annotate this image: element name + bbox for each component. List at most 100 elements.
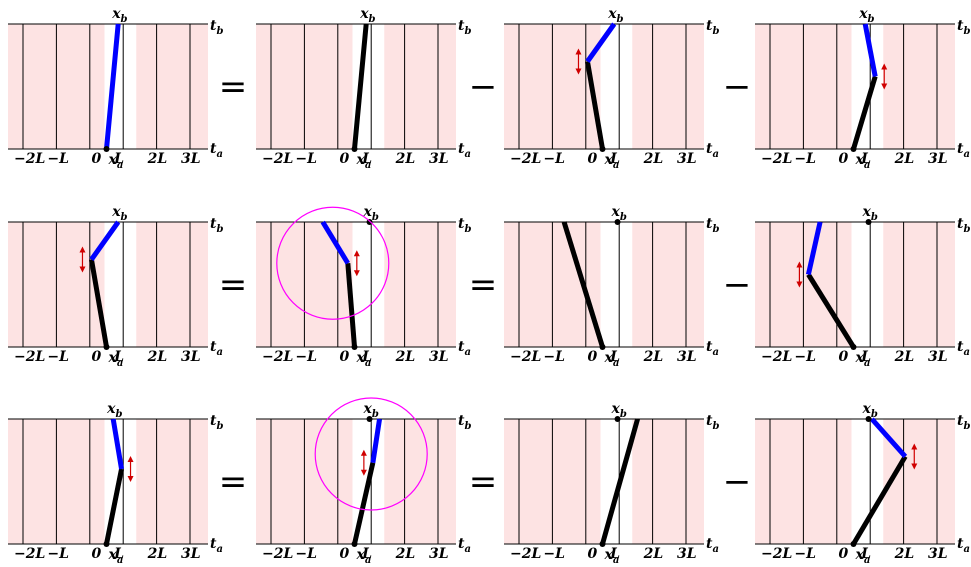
tick-label: −L	[543, 546, 565, 562]
tick-label: 2L	[147, 151, 168, 167]
tick-label: 0	[339, 546, 349, 562]
tick-label: 2L	[395, 546, 416, 562]
ta-label: ta	[957, 339, 970, 358]
tick-label: 0	[587, 151, 597, 167]
ta-label: ta	[458, 141, 471, 160]
black-path-segment	[345, 263, 357, 348]
xb-dot	[614, 416, 621, 422]
tick-label: L	[361, 151, 372, 167]
tick-label: 0	[339, 151, 349, 167]
double-arrow-icon	[575, 48, 582, 75]
tick-label: −L	[47, 349, 69, 365]
xa-dot	[850, 541, 857, 547]
white-strip	[104, 222, 137, 347]
tick-label: −2L	[14, 546, 45, 562]
tb-label: tb	[458, 18, 471, 37]
blue-path-segment	[320, 220, 350, 265]
black-path-segment	[352, 462, 376, 545]
black-path-segment	[851, 75, 878, 150]
tick-label: 2L	[894, 349, 915, 365]
tick-label: 0	[91, 546, 101, 562]
xa-label: xa	[855, 350, 871, 369]
double-arrow-icon	[881, 63, 888, 90]
xb-dot	[366, 416, 373, 422]
tb-label: tb	[458, 413, 471, 432]
black-path-segment	[585, 61, 605, 150]
blue-path-segment	[805, 221, 823, 276]
tick-label: 3L	[677, 151, 697, 167]
tick-label: 3L	[677, 546, 697, 562]
xa-label: xa	[108, 152, 124, 171]
tick-label: 2L	[643, 546, 664, 562]
tick-label: 3L	[429, 151, 449, 167]
white-strip	[352, 222, 385, 347]
ta-label: ta	[458, 536, 471, 555]
tick-label: 3L	[928, 349, 948, 365]
xa-dot	[351, 344, 358, 350]
tick-label: 0	[339, 349, 349, 365]
xb-label: xb	[363, 204, 379, 223]
xb-label: xb	[111, 6, 127, 25]
tick-label: −2L	[510, 151, 541, 167]
tick-label: 3L	[181, 546, 201, 562]
tick-label: 2L	[894, 546, 915, 562]
double-arrow-icon	[79, 246, 86, 273]
tick-label: L	[113, 546, 124, 562]
tick-label: −L	[295, 546, 317, 562]
xb-label: xb	[607, 6, 623, 25]
xa-label: xa	[855, 547, 871, 566]
black-path-segment	[600, 418, 640, 545]
tick-label: −L	[295, 151, 317, 167]
xa-label: xa	[356, 350, 372, 369]
ta-label: ta	[957, 536, 970, 555]
tick-label: 0	[91, 349, 101, 365]
minus-sign: −	[723, 462, 752, 502]
tick-label: 0	[838, 151, 848, 167]
xa-dot	[103, 146, 110, 152]
xa-dot	[351, 146, 358, 152]
xa-dot	[850, 146, 857, 152]
white-strip	[851, 222, 884, 347]
xb-label: xb	[111, 204, 127, 223]
equals-sign: =	[219, 462, 248, 502]
xb-label: xb	[611, 401, 627, 420]
blue-path-segment	[870, 417, 908, 459]
xa-label: xa	[604, 350, 620, 369]
tb-label: tb	[957, 18, 970, 37]
equals-sign: =	[219, 67, 248, 107]
xa-label: xa	[108, 547, 124, 566]
xa-dot	[351, 541, 358, 547]
minus-sign: −	[469, 67, 498, 107]
xa-dot	[850, 344, 857, 350]
ta-label: ta	[706, 141, 719, 160]
xb-label: xb	[611, 204, 627, 223]
black-path-segment	[352, 23, 369, 150]
tb-label: tb	[957, 216, 970, 235]
xa-dot	[599, 344, 606, 350]
black-path-segment	[561, 221, 605, 348]
blue-path-segment	[585, 22, 617, 63]
tick-label: 2L	[147, 546, 168, 562]
tb-label: tb	[458, 216, 471, 235]
xa-label: xa	[604, 547, 620, 566]
double-arrow-icon	[911, 443, 918, 470]
highlight-circle	[314, 397, 428, 511]
white-strip	[600, 24, 633, 149]
ta-label: ta	[210, 339, 223, 358]
tick-label: 3L	[928, 151, 948, 167]
double-arrow-icon	[360, 449, 367, 476]
ta-label: ta	[210, 141, 223, 160]
double-arrow-icon	[127, 456, 134, 482]
xa-label: xa	[356, 547, 372, 566]
tick-label: 2L	[643, 151, 664, 167]
tick-label: L	[609, 546, 620, 562]
blue-path-segment	[110, 418, 124, 470]
xa-dot	[599, 541, 606, 547]
tick-label: −L	[543, 349, 565, 365]
tb-label: tb	[210, 413, 223, 432]
black-path-segment	[104, 468, 124, 545]
